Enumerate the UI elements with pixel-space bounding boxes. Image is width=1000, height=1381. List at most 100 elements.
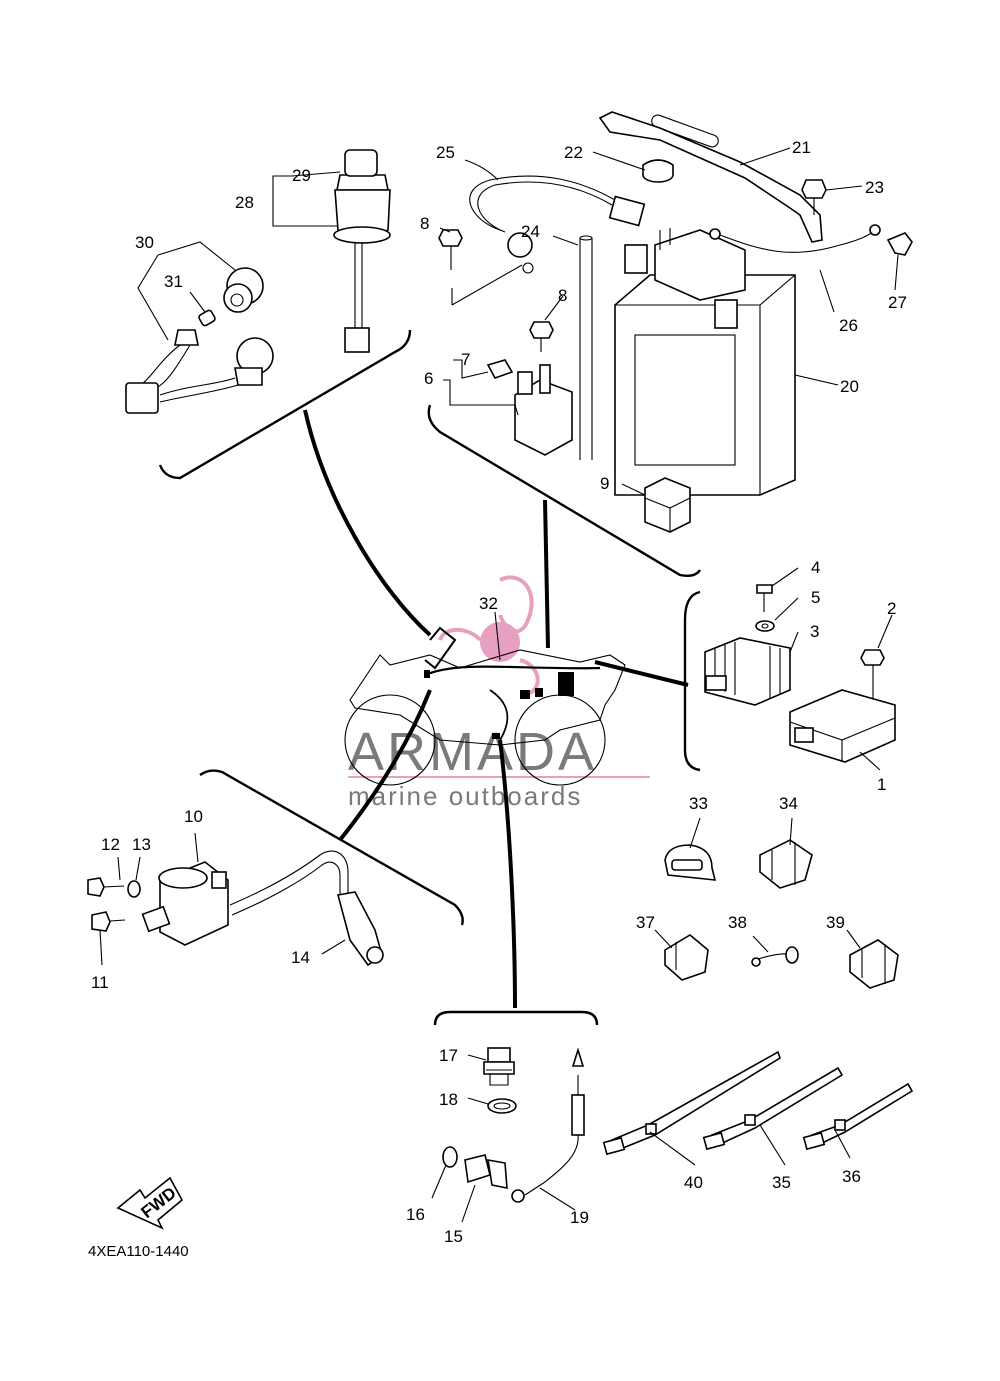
- gasket-18: [487, 1098, 517, 1114]
- cable-tie-35: [702, 1066, 844, 1151]
- bolt-8a: [438, 229, 463, 270]
- label-15: 15: [444, 1227, 463, 1246]
- label-6: 6: [424, 369, 433, 388]
- label-8a: 8: [420, 214, 429, 233]
- label-27: 27: [888, 293, 907, 312]
- cap-30: [223, 267, 264, 313]
- battery-band-21: [598, 111, 823, 243]
- leader-lines: [303, 409, 689, 1009]
- label-22: 22: [564, 143, 583, 162]
- fwd-arrow-icon: FWD: [116, 1176, 184, 1230]
- armada-watermark: ARMADA marine outboards: [348, 575, 650, 811]
- label-26: 26: [839, 316, 858, 335]
- leader-ignition: [338, 689, 432, 842]
- bolt-23: [801, 179, 827, 215]
- leader-battery: [543, 499, 550, 649]
- battery-group-guide-lines: [451, 264, 523, 306]
- breather-hose-24: [579, 235, 593, 460]
- washer-5: [755, 620, 775, 632]
- bracket-rectifier-group: [683, 590, 701, 772]
- label-39: 39: [826, 913, 845, 932]
- label-25: 25: [436, 143, 455, 162]
- gasket-16: [442, 1146, 458, 1168]
- label-35: 35: [772, 1173, 791, 1192]
- label-4: 4: [811, 558, 820, 577]
- ignition-coil-10: [141, 861, 229, 946]
- bracket-ignition-group: [199, 769, 464, 926]
- washer-13: [127, 880, 141, 898]
- bracket-battery-group: [427, 404, 702, 578]
- cable-tie-36: [802, 1082, 914, 1151]
- fuse-7: [486, 359, 514, 379]
- bulb-31: [198, 309, 216, 327]
- label-32: 32: [479, 594, 498, 613]
- battery-cover-22: [642, 159, 674, 183]
- label-31: 31: [164, 272, 183, 291]
- label-11: 11: [91, 973, 109, 992]
- label-21: 21: [792, 138, 811, 157]
- label-23: 23: [865, 178, 884, 197]
- label-18: 18: [439, 1090, 458, 1109]
- label-10: 10: [184, 807, 203, 826]
- label-20: 20: [840, 377, 859, 396]
- cable-tie-40: [602, 1050, 781, 1156]
- thermo-unit-17: [483, 1047, 515, 1086]
- watermark-tagline: marine outboards: [348, 781, 582, 811]
- nut-11: [91, 911, 126, 932]
- label-34: 34: [779, 794, 798, 813]
- label-19: 19: [570, 1208, 589, 1227]
- leader-key-switch: [303, 409, 432, 637]
- part-number-labels: 1 2 3 4 5 6 7 8 8 9 10 11 12 13 14 15 16…: [91, 138, 907, 1246]
- indicator-harness-30: [125, 329, 274, 414]
- label-36: 36: [842, 1167, 861, 1186]
- label-16: 16: [406, 1205, 425, 1224]
- label-7: 7: [461, 350, 470, 369]
- negative-lead-26: [709, 224, 881, 253]
- label-37: 37: [636, 913, 655, 932]
- relay-9: [644, 477, 691, 533]
- lead-wire-19: [511, 1047, 585, 1203]
- label-5: 5: [811, 588, 820, 607]
- callout-lines: [99, 147, 899, 1223]
- main-switch-28: [333, 149, 391, 353]
- label-17: 17: [439, 1046, 458, 1065]
- holder-39: [849, 939, 899, 989]
- key-29: [344, 149, 378, 177]
- positive-lead-25: [469, 175, 646, 274]
- plug-cap-14: [229, 850, 384, 967]
- bracket-sensor-group: [433, 1010, 599, 1026]
- leader-rectifier: [594, 660, 689, 687]
- label-3: 3: [810, 622, 819, 641]
- holder-37: [664, 934, 709, 981]
- grommet-38: [751, 946, 799, 967]
- label-1: 1: [877, 775, 886, 794]
- rectifier-regulator-3: [704, 637, 791, 706]
- thermo-switch-15: [464, 1154, 508, 1189]
- starter-relay-6: [514, 364, 573, 456]
- label-13: 13: [132, 835, 151, 854]
- label-8b: 8: [558, 286, 567, 305]
- label-2: 2: [887, 599, 896, 618]
- label-29: 29: [292, 166, 311, 185]
- label-12: 12: [101, 835, 120, 854]
- battery-20: [614, 228, 796, 496]
- bracket-key-switch-group: [158, 329, 412, 480]
- cdi-unit-1: [789, 689, 896, 763]
- clamp-33: [664, 844, 717, 881]
- leader-sensor: [498, 739, 517, 1009]
- label-33: 33: [689, 794, 708, 813]
- label-38: 38: [728, 913, 747, 932]
- armada-logo-mark: [438, 575, 540, 697]
- screw-12: [87, 877, 125, 897]
- wire-harness-32: [344, 626, 626, 786]
- bolt-27: [886, 232, 913, 256]
- label-28: 28: [235, 193, 254, 212]
- label-24: 24: [521, 222, 540, 241]
- bolt-4: [756, 584, 773, 612]
- label-9: 9: [600, 474, 609, 493]
- holder-34: [759, 839, 813, 889]
- diagram-code: 4XEA110-1440: [88, 1243, 189, 1260]
- label-14: 14: [291, 948, 310, 967]
- label-30: 30: [135, 233, 154, 252]
